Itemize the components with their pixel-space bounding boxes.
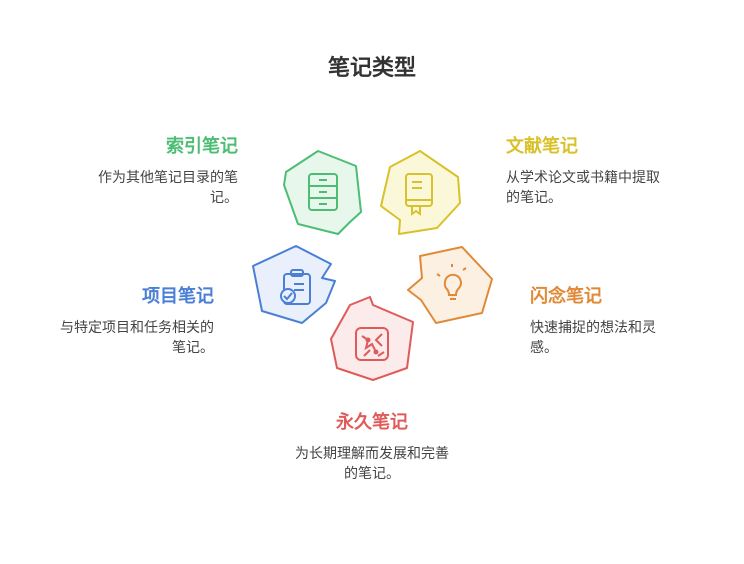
- node-index-label: 索引笔记: [166, 136, 238, 157]
- node-project-label: 项目笔记: [142, 286, 214, 307]
- node-fleeting-shape: [407, 246, 493, 324]
- node-fleeting-desc: 快速捕捉的想法和灵感。: [530, 320, 656, 356]
- node-index-desc: 作为其他笔记目录的笔记。: [98, 170, 238, 206]
- node-literature-label: 文献笔记: [506, 136, 578, 157]
- node-permanent-desc: 为长期理解而发展和完善的笔记。: [295, 446, 449, 482]
- node-literature-desc: 从学术论文或书籍中提取的笔记。: [506, 170, 660, 206]
- node-permanent-shape: [330, 296, 414, 381]
- clipboard-check-icon: [280, 269, 311, 305]
- book-icon: [405, 173, 433, 216]
- node-project-shape: [252, 245, 336, 324]
- node-literature-shape: [380, 150, 461, 235]
- page-title: 笔记类型: [327, 56, 416, 81]
- node-project-desc: 与特定项目和任务相关的笔记。: [60, 320, 214, 356]
- node-permanent-label: 永久笔记: [336, 412, 408, 433]
- lightbulb-icon: [436, 264, 467, 300]
- brain-icon: [355, 327, 389, 361]
- node-fleeting-label: 闪念笔记: [530, 286, 602, 307]
- file-cabinet-icon: [308, 173, 338, 211]
- node-index-shape: [283, 150, 362, 235]
